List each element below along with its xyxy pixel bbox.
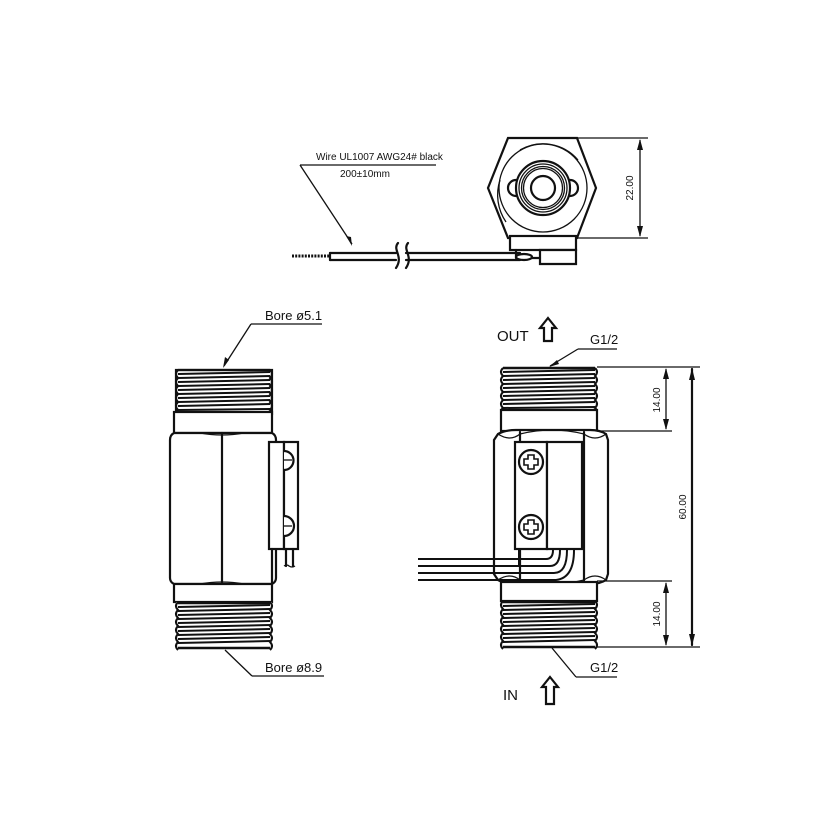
wire-spec-label: Wire UL1007 AWG24# black [316, 152, 444, 163]
thread-bottom-label: G1/2 [590, 660, 618, 675]
wire-leader-line [299, 164, 353, 245]
outlet-label: OUT [497, 328, 529, 345]
flow-arrow-up-icon [537, 316, 559, 343]
wire-assembly: Wire UL1007 AWG24# black 200±10mm [292, 152, 522, 270]
side-view: Bore ø5.1 Bore ø8.9 [168, 308, 324, 677]
neck-bottom-side [172, 582, 274, 604]
thread-top-front [500, 366, 598, 415]
bore-bottom-label: Bore ø8.9 [265, 660, 322, 675]
bore-hole [529, 174, 557, 202]
neck-top-side [172, 410, 274, 435]
neck-top-front [499, 408, 599, 433]
dimension-thread-bottom: 14.00 [652, 601, 663, 626]
dimension-overall: 60.00 [678, 494, 689, 519]
thread-bottom-side [175, 601, 273, 651]
thread-bottom-front [500, 600, 598, 650]
inlet-label: IN [503, 687, 518, 704]
front-view: OUT IN G1/2 G1/2 14.00 14.00 60.00 [418, 316, 700, 706]
sensor-housing-end [508, 234, 578, 252]
sensor-wires [418, 549, 575, 581]
thread-top-side [174, 368, 274, 417]
dimension-thread-top: 14.00 [652, 387, 663, 412]
sensor-block-side [267, 440, 286, 551]
wire-length-label: 200±10mm [340, 169, 390, 180]
end-view: 22.00 [486, 136, 648, 266]
leader-arrowhead-icon [346, 236, 352, 246]
dimension-height-label: 22.00 [625, 175, 636, 200]
bore-top-label: Bore ø5.1 [265, 308, 322, 323]
thread-top-label: G1/2 [590, 332, 618, 347]
wire-break-symbol [394, 241, 400, 270]
screw-top-icon [517, 448, 545, 476]
flow-arrow-up-icon [539, 675, 561, 706]
neck-bottom-front [499, 580, 599, 603]
screw-bottom-icon [517, 513, 545, 541]
